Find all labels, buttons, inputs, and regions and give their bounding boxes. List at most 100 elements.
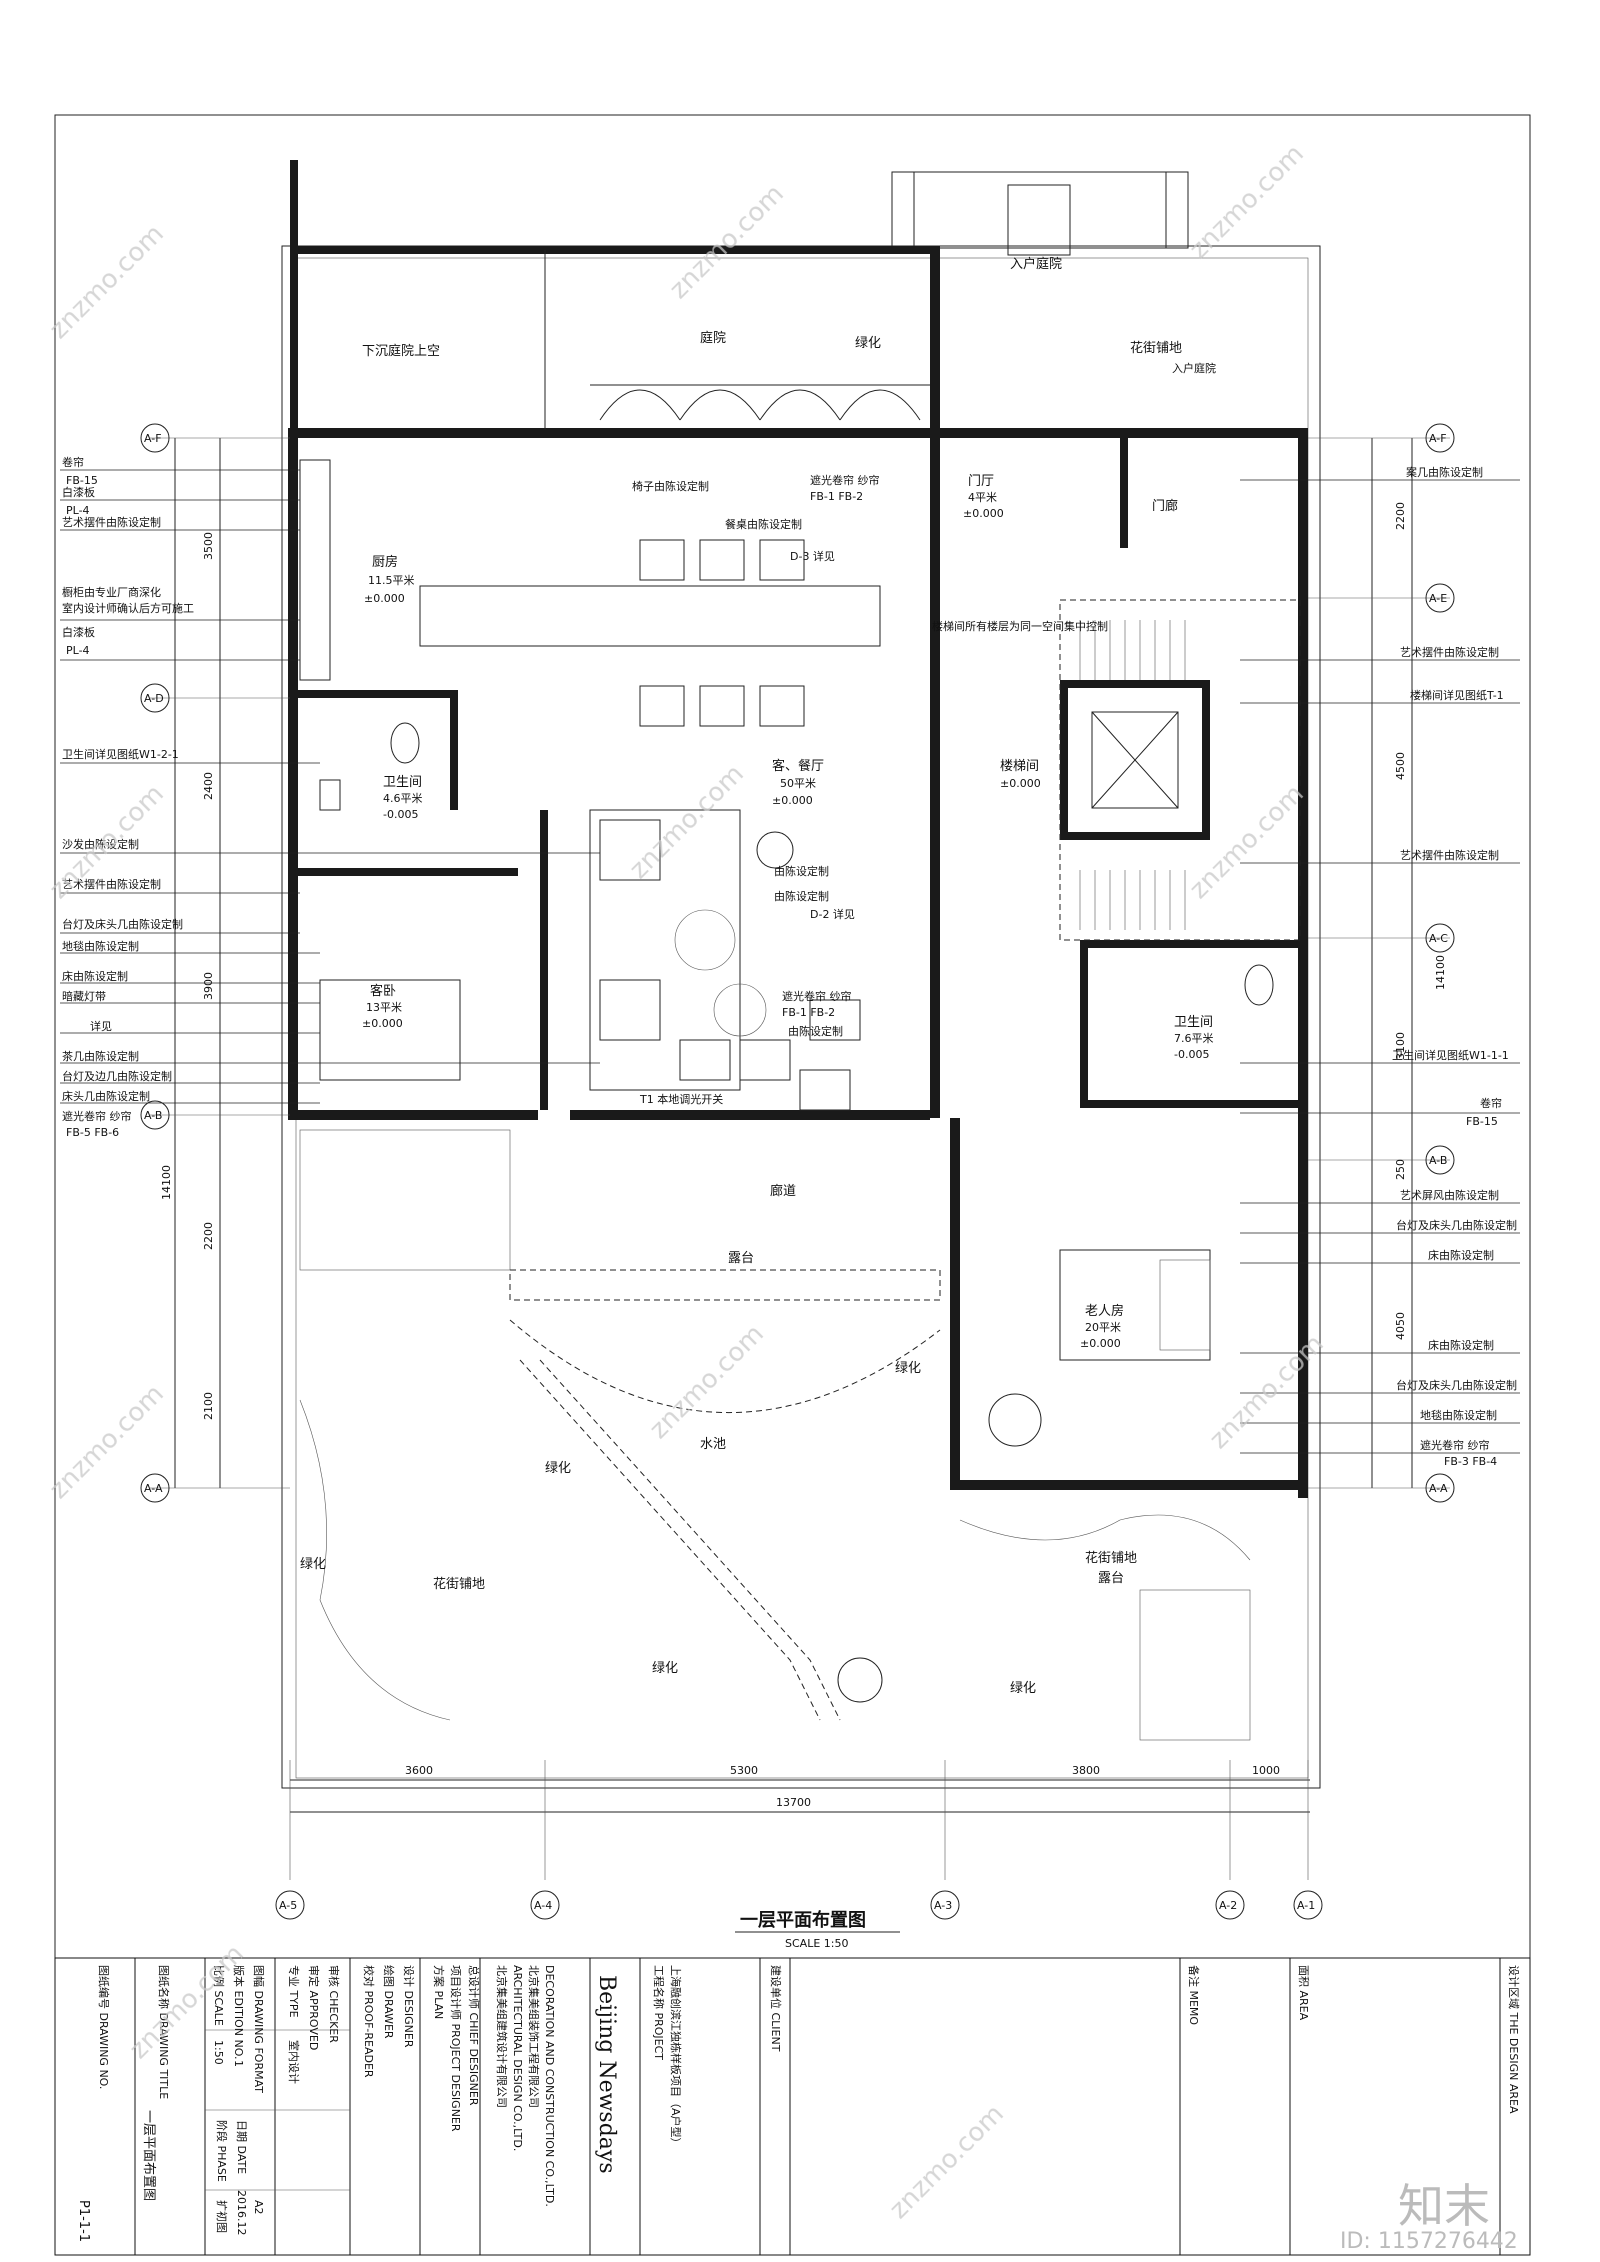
tb-brand: Beijing Newsdays — [594, 1975, 619, 2174]
left-callout-label: 茶几由陈设定制 — [62, 1049, 139, 1063]
right-callout-label: 卷帘 — [1480, 1096, 1502, 1110]
room-greenery-5: 绿化 — [1010, 1681, 1036, 1696]
grid-right-ae: A-E — [1429, 592, 1447, 605]
courtyard-arches — [544, 250, 930, 430]
note-stair: 楼梯间所有楼层为同一空间集中控制 — [932, 619, 1108, 633]
tb-company2-en: DECORATION AND CONSTRUCTION CO.,LTD. — [543, 1965, 556, 2207]
tb-project: 上海融创滨江独栋样板项目（A户型） — [669, 1965, 683, 2149]
tb-chief-designer-label: 总设计师 CHIEF DESIGNER — [467, 1965, 481, 2106]
room-entry-courtyard: 入户庭院 — [1010, 256, 1062, 272]
furniture — [299, 459, 1274, 1447]
right-callout-label: 台灯及床头几由陈设定制 — [1396, 1218, 1517, 1232]
tb-format: A2 — [252, 2200, 265, 2215]
walls — [288, 160, 1308, 1498]
tb-drawing-no-label: 图纸编号 DRAWING NO. — [97, 1965, 111, 2089]
watermark-id: ID: 1157276442 — [1340, 2229, 1518, 2254]
tb-approved-label: 审定 APPROVED — [307, 1965, 321, 2050]
room-kitchen-area: 11.5平米 — [368, 574, 415, 587]
room-stair-name: 楼梯间 — [1000, 759, 1039, 774]
grid-bottom-a4: A-4 — [534, 1899, 552, 1912]
watermark-logo: 知末 — [1398, 2179, 1490, 2233]
left-callout-label: 床头几由陈设定制 — [62, 1089, 150, 1103]
grid-left-af: A-F — [144, 432, 162, 445]
tb-drawer-label: 绘图 DRAWER — [382, 1965, 396, 2039]
room-flower-paving-bl: 花街铺地 — [433, 1576, 485, 1592]
tb-drawing-title: 一层平面布置图 — [141, 2110, 156, 2201]
left-callout-code: FB-5 FB-6 — [66, 1126, 119, 1139]
tb-company2-cn: 北京集美组装饰工程有限公司 — [527, 1965, 541, 2108]
dim-left: 2400 — [202, 772, 215, 800]
drawing-title: 一层平面布置图 — [740, 1909, 866, 1931]
room-corridor: 廊道 — [770, 1183, 796, 1199]
grid-left-ab: A-B — [144, 1109, 162, 1122]
tb-plan-label: 方案 PLAN — [432, 1965, 446, 2019]
room-greenery-top: 绿化 — [855, 336, 881, 351]
right-callout-label: 楼梯间详见图纸T-1 — [1410, 688, 1504, 702]
room-bath-right-area: 7.6平米 — [1174, 1032, 1214, 1045]
room-elder-area: 20平米 — [1085, 1321, 1121, 1334]
staircase — [1059, 599, 1301, 941]
room-elder-level: ±0.000 — [1080, 1337, 1121, 1350]
dim-right: 4050 — [1394, 1312, 1407, 1340]
left-callout-label: 白漆板 — [62, 625, 95, 639]
tb-project-designer-label: 项目设计师 PROJECT DESIGNER — [449, 1965, 462, 2132]
dimension-texts: 3500 2400 3900 2200 2100 14100 2200 4500… — [160, 502, 1447, 1809]
room-flower-paving-br: 花街铺地 — [1085, 1550, 1137, 1566]
dim-left: 3900 — [202, 972, 215, 1000]
room-elder-name: 老人房 — [1085, 1303, 1124, 1319]
watermark-text: znzmo.com — [664, 179, 790, 305]
tb-checker-label: 审核 CHECKER — [327, 1965, 341, 2043]
tb-memo-label: 备注 MEMO — [1187, 1965, 1201, 2025]
note-d2: D-2 详见 — [810, 907, 855, 921]
dim-bottom: 1000 — [1252, 1764, 1280, 1777]
entry-gate — [891, 171, 1189, 256]
left-callouts: 卷帘 FB-15 白漆板 PL-4 艺术摆件由陈设定制 橱柜由专业厂商深化 室内… — [62, 455, 194, 1139]
dim-right: 3100 — [1394, 1032, 1407, 1060]
callout-leaders — [60, 469, 1520, 1454]
landscape — [299, 1129, 1251, 1741]
note-lamp-t1: T1 本地调光开关 — [639, 1092, 723, 1106]
dimensions — [150, 437, 1450, 1880]
room-foyer-name: 门厅 — [968, 474, 994, 489]
left-callout-label: 艺术摆件由陈设定制 — [62, 515, 161, 529]
tb-date: 2016.12 — [235, 2190, 248, 2236]
left-callout-label: 暗藏灯带 — [62, 989, 106, 1003]
left-callout-label: 橱柜由专业厂商深化 — [62, 585, 161, 599]
watermark-text: znzmo.com — [44, 219, 170, 345]
room-foyer-level: ±0.000 — [963, 507, 1004, 520]
room-greenery-4: 绿化 — [652, 1661, 678, 1676]
tb-edition-label: 版本 EDITION NO. — [232, 1965, 246, 2059]
right-callout-label: 艺术屏风由陈设定制 — [1400, 1188, 1499, 1202]
dim-right-total: 14100 — [1434, 955, 1447, 990]
room-bath-left-area: 4.6平米 — [383, 792, 423, 805]
right-callout-label: 艺术摆件由陈设定制 — [1400, 848, 1499, 862]
room-terrace: 露台 — [728, 1251, 754, 1266]
left-callout-code: PL-4 — [66, 644, 90, 657]
note-curtain-top: 遮光卷帘 纱帘 — [810, 473, 880, 487]
tb-area-label: 面积 AREA — [1297, 1965, 1310, 2021]
note-d3: D-3 详见 — [790, 549, 835, 563]
tb-drawing-no: P1-1-1 — [76, 2200, 91, 2242]
dim-bottom: 3600 — [405, 1764, 433, 1777]
room-guest-level: ±0.000 — [362, 1017, 403, 1030]
tb-project-label: 工程名称 PROJECT — [652, 1965, 666, 2060]
room-living-name: 客、餐厅 — [772, 758, 824, 774]
room-living-area: 50平米 — [780, 777, 816, 790]
room-kitchen-level: ±0.000 — [364, 592, 405, 605]
right-callout-label: 遮光卷帘 纱帘 — [1420, 1438, 1490, 1452]
left-callout-code: PL-4 — [66, 504, 90, 517]
note-table: 餐桌由陈设定制 — [725, 517, 802, 531]
note-chair: 椅子由陈设定制 — [632, 479, 709, 493]
grid-bubbles — [140, 423, 1455, 1920]
drawing-scale: SCALE 1:50 — [785, 1937, 848, 1950]
dim-right: 4500 — [1394, 752, 1407, 780]
watermark: znzmo.com znzmo.com znzmo.com znzmo.com … — [44, 139, 1330, 2225]
room-courtyard: 庭院 — [700, 330, 726, 346]
left-callout-label: 沙发由陈设定制 — [62, 837, 139, 851]
tb-type: 室内设计 — [287, 2040, 301, 2084]
left-callout-code: FB-15 — [66, 474, 98, 487]
tb-drawing-title-label: 图纸名称 DRAWING TITLE — [157, 1965, 171, 2099]
left-callout-label: 卫生间详见图纸W1-2-1 — [62, 747, 179, 761]
right-callout-label: 台灯及床头几由陈设定制 — [1396, 1378, 1517, 1392]
